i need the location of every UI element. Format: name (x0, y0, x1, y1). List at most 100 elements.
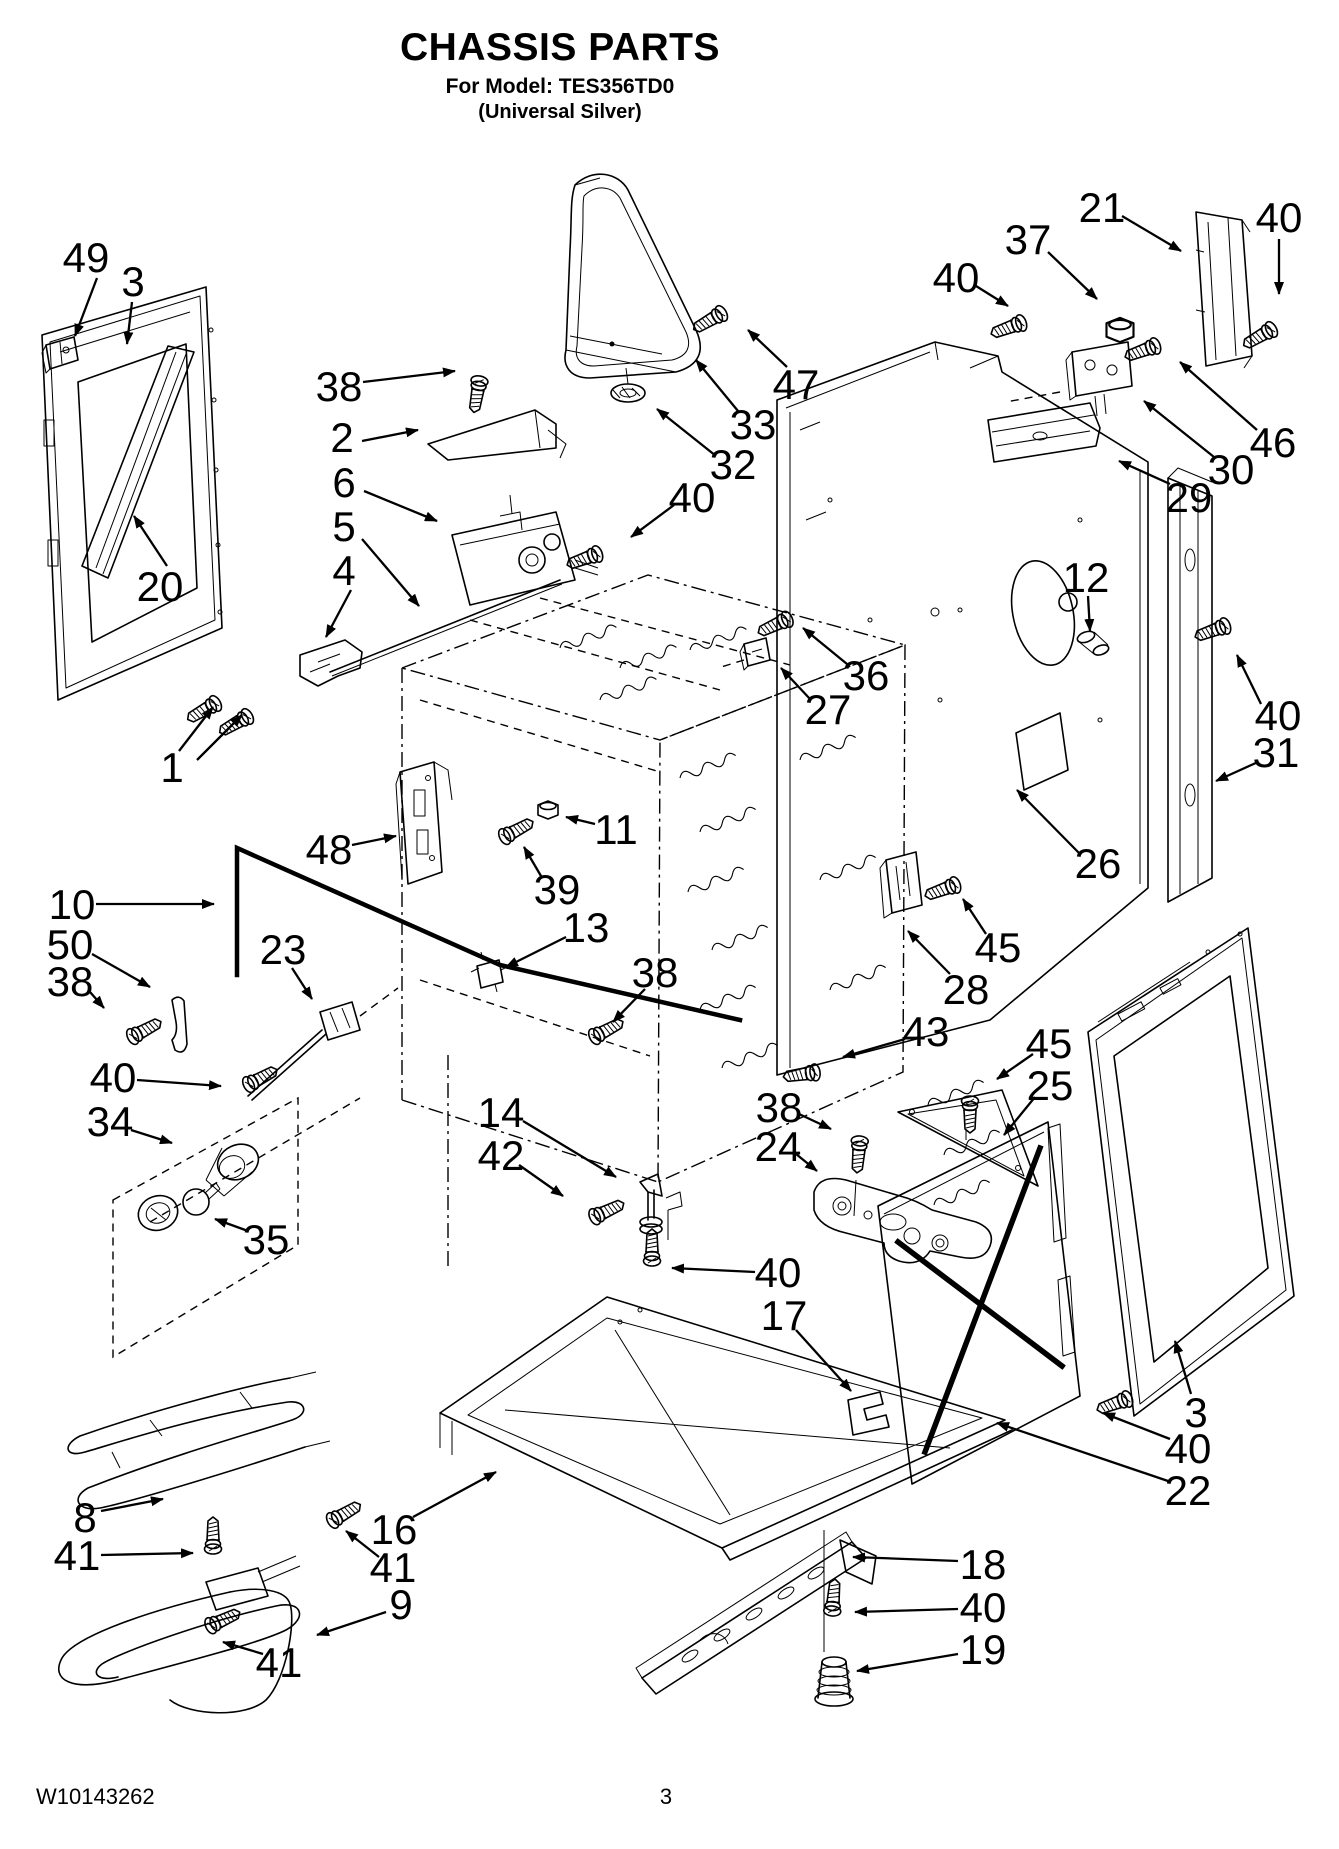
leader-arrow-41 (100, 1548, 194, 1559)
leader-arrow-29 (1118, 459, 1171, 486)
part-50-clip (171, 996, 188, 1053)
leader-arrow-17 (795, 1329, 852, 1392)
part-42-screw (585, 1194, 629, 1228)
leader-arrow-41 (222, 1640, 264, 1656)
callout-38: 38 (632, 949, 679, 996)
leader-arrow-40 (1102, 1411, 1171, 1441)
part-17-clip (847, 1391, 890, 1436)
callout-47: 47 (773, 361, 820, 408)
callout-40: 40 (669, 474, 716, 521)
part-14-leveling-leg (639, 1173, 683, 1240)
callout-50: 50 (47, 921, 94, 968)
callout-1: 1 (160, 744, 183, 791)
leader-arrow-33 (695, 359, 739, 412)
finish-line: (Universal Silver) (478, 101, 642, 123)
callout-28: 28 (943, 966, 990, 1013)
callout-41: 41 (256, 1639, 303, 1686)
callout-8: 8 (73, 1494, 96, 1541)
callout-21: 21 (1079, 184, 1126, 231)
callout-38: 38 (47, 958, 94, 1005)
leader-arrow-49 (73, 277, 99, 337)
leader-arrow-12 (1084, 595, 1095, 632)
part-4-bracket (299, 639, 363, 687)
callout-6: 6 (332, 459, 355, 506)
leader-arrow-40 (854, 1606, 959, 1617)
leader-arrow-2 (361, 427, 419, 443)
callout-31: 31 (1253, 729, 1300, 776)
leader-arrow-45 (996, 1053, 1034, 1080)
callout-41: 41 (370, 1544, 417, 1591)
part-40-screw-left (239, 1061, 282, 1096)
callout-3: 3 (121, 258, 144, 305)
leader-arrow-18 (852, 1552, 959, 1563)
callout-5: 5 (332, 503, 355, 550)
part-40-screw-valve (563, 543, 606, 574)
leader-arrow-38 (612, 988, 646, 1023)
leader-arrow-46 (1179, 361, 1258, 431)
part-27-clip (717, 637, 771, 671)
part-38-screw-top (464, 373, 490, 415)
part-34-knob (137, 1194, 179, 1232)
leader-arrow-14 (522, 1120, 617, 1178)
leader-arrow-3 (1173, 1340, 1193, 1395)
callout-13: 13 (563, 904, 610, 951)
part-31-side-trim (1167, 467, 1213, 903)
callout-45: 45 (1026, 1020, 1073, 1067)
callout-38: 38 (756, 1084, 803, 1131)
part-28-clip (879, 851, 923, 919)
leader-arrow-19 (856, 1652, 959, 1674)
callout-17: 17 (761, 1292, 808, 1339)
leader-arrow-32 (656, 408, 717, 457)
callout-40: 40 (755, 1249, 802, 1296)
callout-11: 11 (594, 806, 638, 853)
part-45-screw-lower (960, 1095, 980, 1140)
part-10-front-trim (234, 844, 743, 1023)
callout-40: 40 (90, 1054, 137, 1101)
part-3-right-side-panel (1087, 927, 1295, 1417)
part-43-screw (781, 1062, 822, 1087)
leader-arrow-20 (133, 515, 168, 567)
leader-arrow-1 (178, 706, 214, 752)
callout-38: 38 (316, 363, 363, 410)
part-45-screw-upper (921, 874, 964, 905)
leader-arrow-25 (1003, 1096, 1036, 1136)
callout-43: 43 (903, 1008, 950, 1055)
part-48-latch (395, 761, 453, 885)
callout-2: 2 (330, 414, 353, 461)
part-8-broil-element (67, 1371, 331, 1510)
part-40-screw-tr-right (1238, 318, 1281, 354)
leader-arrow-21 (1121, 215, 1182, 252)
callout-29: 29 (1166, 474, 1213, 521)
leader-arrow-40 (975, 285, 1009, 307)
callout-26: 26 (1075, 840, 1122, 887)
callout-25: 25 (1027, 1062, 1074, 1109)
leader-arrow-1 (196, 714, 243, 761)
callout-14: 14 (478, 1089, 525, 1136)
part-13-clip (470, 951, 510, 993)
callout-45: 45 (975, 924, 1022, 971)
leader-arrow-48 (351, 833, 397, 847)
leader-arrow-47 (747, 329, 788, 368)
callout-46: 46 (1250, 419, 1297, 466)
page-title: CHASSIS PARTS (400, 26, 720, 69)
part-16-base-pan (439, 1296, 1013, 1561)
leader-arrow-41 (345, 1530, 380, 1558)
part-46-screw (1121, 335, 1164, 366)
leader-arrow-42 (518, 1164, 564, 1197)
callout-49: 49 (63, 234, 110, 281)
callout-37: 37 (1005, 216, 1052, 263)
page-number: 3 (659, 1784, 673, 1809)
part-29-bracket (987, 391, 1101, 463)
part-35-bulb (182, 1182, 221, 1216)
part-33-handle-bracket (564, 173, 701, 379)
light-assembly-box (112, 1096, 361, 1359)
callout-36: 36 (843, 652, 890, 699)
part-24-mount-plate (813, 1177, 993, 1264)
part-36-screw (753, 608, 797, 642)
leader-arrow-38 (89, 991, 105, 1009)
callout-20: 20 (137, 563, 184, 610)
callout-27: 27 (805, 686, 852, 733)
part-47-screw (688, 302, 731, 338)
part-9-bake-element (58, 1555, 301, 1714)
